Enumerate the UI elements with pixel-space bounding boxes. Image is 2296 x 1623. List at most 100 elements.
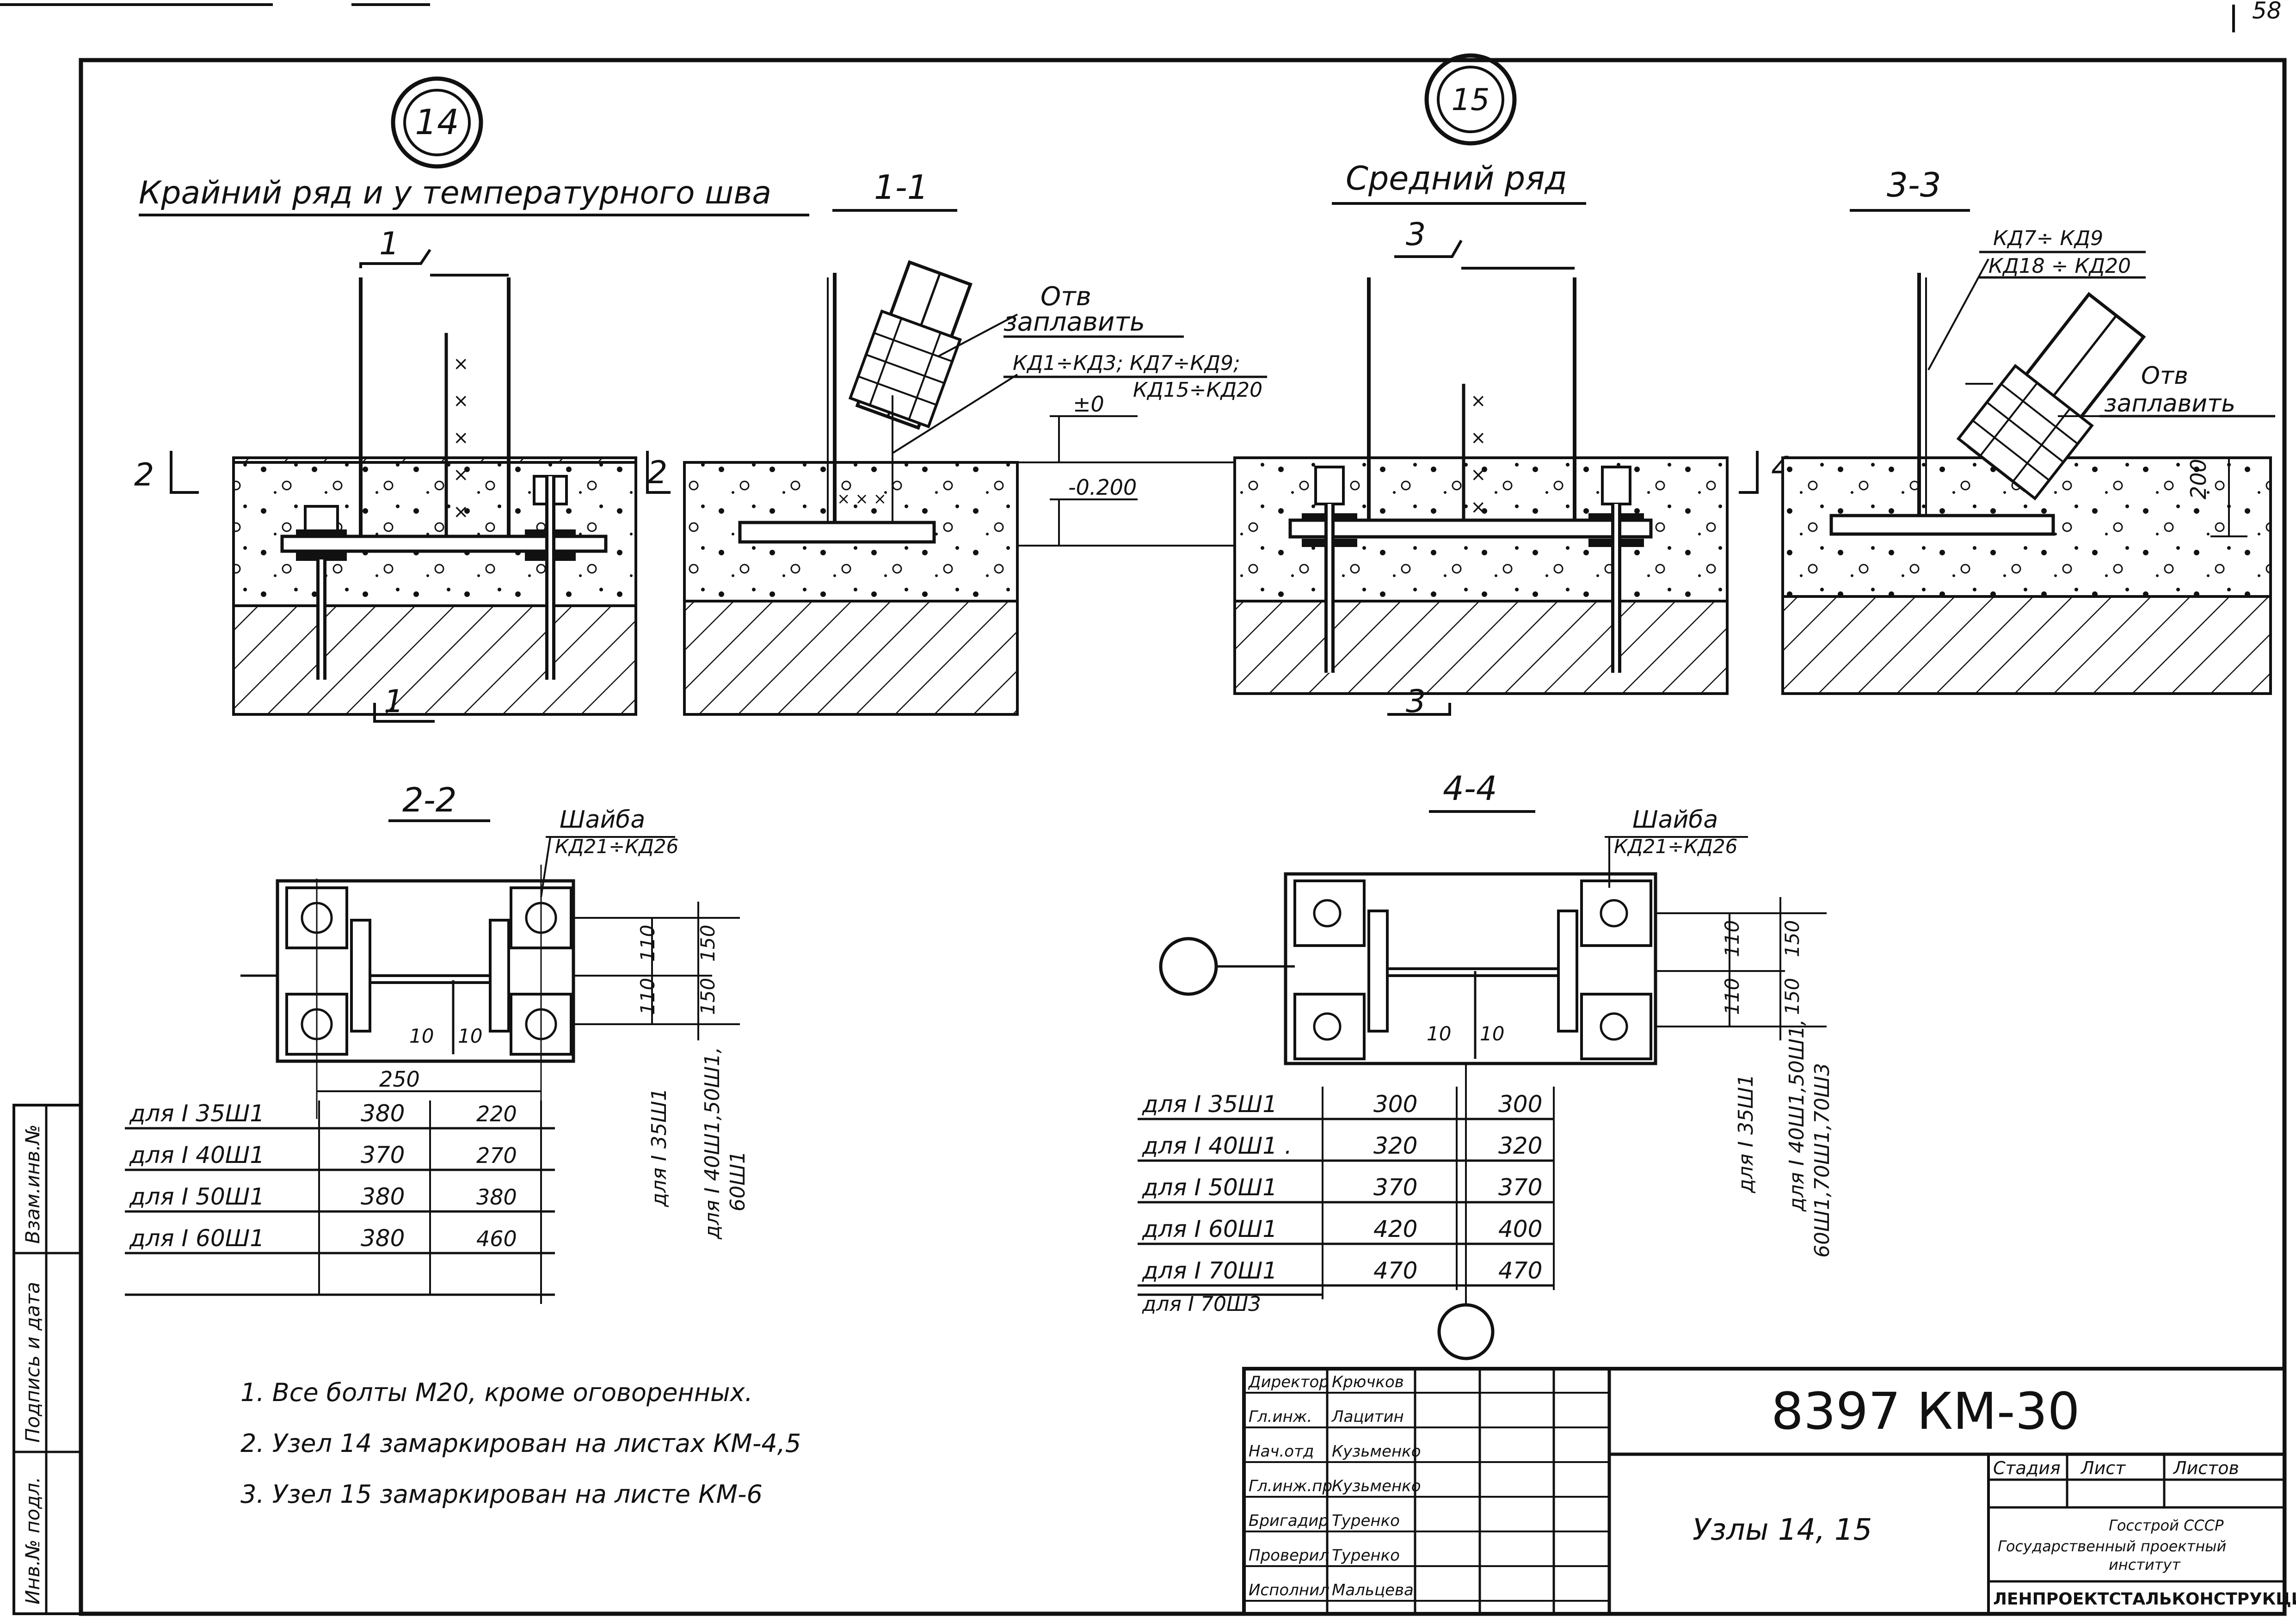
tb-org1: Госстрой СССР [2109,1517,2224,1534]
svg-text:×: × [1471,390,1486,412]
table-2-2-b: 220 [476,1101,517,1126]
svg-text:×: × [453,464,469,486]
svg-text:×: × [453,353,469,375]
table-4-4-a: 370 [1373,1174,1417,1201]
title-block-name: Кузьменко [1332,1442,1421,1461]
note-1: 1. Все болты М20, кроме оговоренных. [240,1378,753,1407]
table-2-2-label: для I 35Ш1 [129,1100,265,1127]
svg-text:×: × [453,501,469,523]
table-4-4-label: для I 70Ш1 [1142,1257,1277,1284]
tb-org4: ЛЕНПРОЕКТСТАЛЬКОНСТРУКЦИЯ [1993,1590,2296,1609]
stamp-sign: Подпись и дата [21,1282,44,1443]
table-4-4-b: 400 [1498,1216,1542,1242]
table-4-4-label: для I 35Ш1 [1142,1091,1277,1118]
leader-kd-2: КД15÷КД20 [1133,378,1262,402]
section-mark-3-bottom: 3 [1406,683,1426,720]
table-2-2-label: для I 60Ш1 [129,1225,265,1252]
view-section-2-2: 10 10 250 110 110 150 150 для I 35Ш1 для… [240,806,750,1240]
title-block-name: Туренко [1332,1512,1400,1530]
sheet-number: 58 [2252,0,2282,24]
level-minus: -0.200 [1068,475,1137,500]
title-section-3-3: 3-3 [1887,166,1941,204]
dim-4-4-v2: для I 40Ш1,50Ш1, [1785,1019,1809,1212]
table-2-2-a: 380 [361,1183,405,1210]
node-15-marker: 15 [1424,53,1517,146]
leader-weld-1: заплавить [1003,307,1145,337]
tb-sheet: Лист [2080,1458,2126,1478]
leader-weld-2: заплавить [2104,390,2235,418]
title-block-role: Исполнил [1249,1581,1330,1599]
dim-4-4-10b: 10 [1480,1022,1504,1045]
note-2: 2. Узел 14 замаркирован на листах КМ-4,5 [240,1429,801,1458]
svg-text:× × ×: × × × [837,490,886,508]
leader-washer-2-2-kd: КД21÷КД26 [555,835,678,858]
table-4-4-b: 470 [1498,1257,1542,1284]
tb-sheets: Листов [2173,1458,2239,1478]
drawing-title: Узлы 14, 15 [1693,1513,1872,1547]
view-node-15: × × × × 3 3 4 [1233,216,1791,720]
drawing-code: 8397 КМ-30 [1771,1382,2080,1441]
dim-2-2-150b: 150 [696,978,719,1015]
title-block-role: Гл.инж. [1249,1408,1312,1426]
table-2-2-b: 380 [476,1185,517,1210]
table-2-2-b: 270 [476,1143,517,1168]
title-block-name: Мальцева [1332,1581,1414,1599]
table-4-4-b: 300 [1498,1091,1542,1118]
view-node-14: × × × × × 1 1 2 [134,226,637,723]
node-15-label: 15 [1452,83,1490,117]
leader-kd-3: КД7÷ КД9 [1993,227,2103,250]
dim-4-4-v1: для I 35Ш1 [1734,1074,1758,1193]
table-2-2-a: 370 [361,1142,405,1168]
table-4-4-a: 300 [1373,1091,1417,1118]
title-block-name: Лацитин [1331,1408,1404,1426]
leader-washer-2-2: Шайба [560,806,645,834]
table-4-4-a: 420 [1373,1216,1417,1242]
title-block-name: Туренко [1332,1546,1400,1565]
dim-2-2-10a: 10 [409,1025,434,1047]
table-2-2-label: для I 50Ш1 [129,1183,265,1210]
dim-200: 200 [2186,459,2211,499]
stamp-vzam: Взам.инв.№ [21,1125,44,1244]
leader-kd-4: КД18 ÷ КД20 [1988,254,2131,278]
title-block-role: Нач.отд [1249,1442,1314,1461]
title-block-role: Бригадир [1249,1512,1329,1530]
sheet-frame [79,58,2287,1616]
title-section-2-2: 2-2 [402,781,457,819]
dim-2-2-150a: 150 [696,925,719,962]
table-4-4-label: для I 50Ш1 [1142,1174,1277,1201]
table-2-2-b: 460 [476,1226,517,1251]
section-mark-1-top: 1 [379,226,399,262]
svg-text:×: × [1471,464,1486,486]
view-section-3-3: КД7÷ КД9 КД18 ÷ КД20 Отв заплавить 200 [1781,227,2275,695]
dim-2-2-110a: 110 [636,925,659,962]
tb-stage: Стадия [1993,1458,2061,1478]
title-block-role: Проверил [1249,1546,1329,1565]
table-4-4-label: для I 40Ш1 . [1142,1132,1292,1159]
section-mark-2: 2 [134,457,154,493]
leader-kd-1: КД1÷КД3; КД7÷КД9; [1013,351,1240,375]
dim-4-4-10a: 10 [1427,1022,1451,1045]
svg-text:×: × [1471,497,1486,518]
title-block-role: Директор [1248,1373,1329,1391]
section-mark-1-bottom: 1 [384,683,404,720]
view-section-4-4: 10 10 110 110 150 150 для I 35Ш1 для I 4… [1159,806,1834,1360]
tb-org3: институт [2109,1556,2181,1574]
dim-4-4-150b: 150 [1781,978,1804,1015]
leader-washer-4-4: Шайба [1632,806,1718,834]
table-4-4-label: для I 60Ш1 [1142,1216,1277,1242]
title-section-1-1: 1-1 [874,168,929,207]
section-mark-3-top: 3 [1406,216,1426,253]
section-mark-2-right: 2 [647,455,667,491]
dim-2-2-110b: 110 [636,978,659,1015]
tb-org2: Государственный проектный [1998,1537,2226,1555]
table-2-2-a: 380 [361,1100,405,1127]
dim-4-4-150a: 150 [1781,920,1804,957]
dim-4-4-v3: 60Ш1,70Ш1,70Ш3 [1810,1063,1834,1258]
table-2-2-a: 380 [361,1225,405,1252]
dim-2-2-v2: для I 40Ш1,50Ш1, [701,1047,724,1240]
dim-2-2-v1: для I 35Ш1 [647,1088,671,1207]
dim-2-2-10b: 10 [458,1025,482,1047]
svg-text:×: × [1471,427,1486,449]
